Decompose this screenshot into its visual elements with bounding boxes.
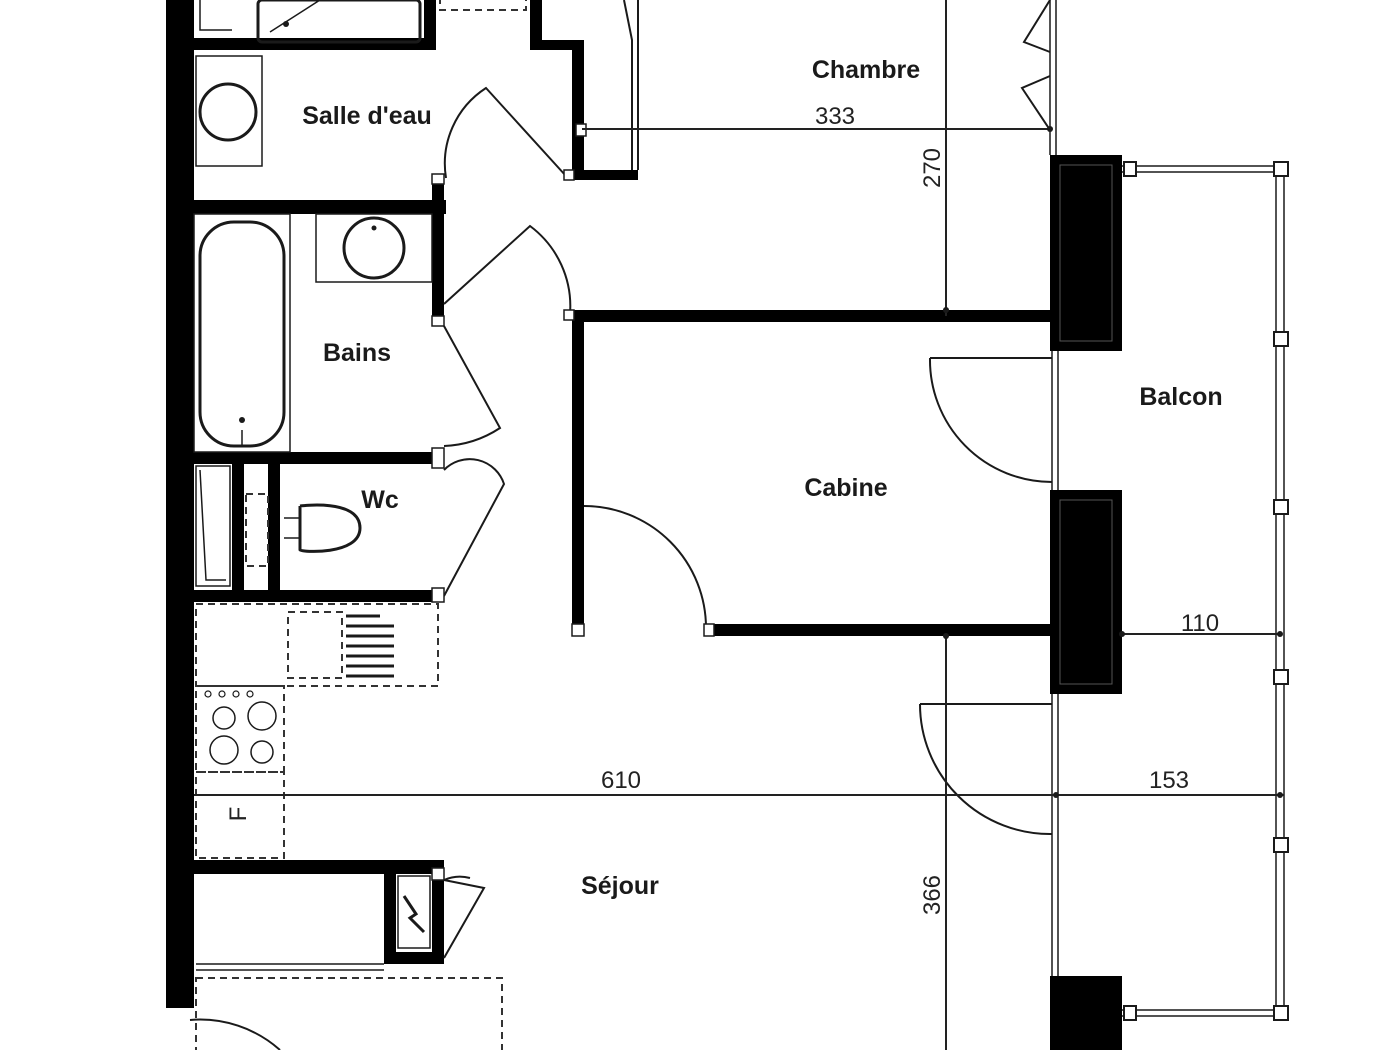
wall-closet-c [572,40,584,180]
wall-cabine-bottom [706,624,1052,636]
dim-label-270: 270 [919,148,946,188]
wall-bains-wc [194,452,444,464]
wall-closet-a [530,0,542,50]
facade-pillar-2 [1050,490,1122,694]
wall-wc-inner-left [232,464,244,590]
dim-label-366: 366 [919,875,946,915]
sink-drainer [346,614,394,678]
door-cabine [583,505,707,629]
wall-wc-inner-right [268,464,280,590]
door-bains [443,325,502,447]
room-label-cabine: Cabine [804,474,887,502]
wall-bath-right [432,174,444,326]
facade-pillar-3 [1050,976,1122,1050]
balcony-railing [1122,165,1285,1017]
door-wardrobe-chambre [1020,0,1051,131]
facade-glazing [1049,0,1059,976]
wall-salle-bains [194,200,446,214]
dimension-lines [194,0,1284,1050]
doors [189,0,1053,1050]
door-cabine-balcony [928,357,1053,483]
shower-tray [199,0,527,44]
room-label-sejour: Séjour [581,872,659,900]
electrical-panel [397,875,431,949]
wall-storage-right [432,860,444,964]
wall-storage-bottom [384,952,444,964]
dim-label-610: 610 [601,767,641,794]
wall-shower-right [424,0,436,50]
bathtub [193,213,291,453]
door-wc [443,458,506,597]
wall-storage-left [384,860,396,964]
entry-cupboard [195,963,503,1050]
wall-closet-b [530,40,582,50]
kitchen-counter: F [195,603,439,859]
dim-label-153: 153 [1149,767,1189,794]
dim-label-110: 110 [1181,610,1219,637]
door-storage [443,875,486,959]
door-salle-eau [443,86,567,179]
room-label-salle-eau: Salle d'eau [302,102,432,130]
door-sejour-balcony [919,703,1053,836]
left-exterior-wall [166,0,194,1008]
room-label-chambre: Chambre [812,56,920,84]
door-bains-upper [443,224,572,315]
wc-cistern [195,465,269,587]
wall-cabine-left [572,310,584,636]
cooktop [204,690,277,765]
dim-label-333: 333 [815,103,855,130]
door-entry [189,1018,281,1050]
facade-pillar-1 [1050,155,1122,351]
fridge-label: F [225,807,252,822]
toilet [284,503,362,553]
railing-posts [1123,161,1289,1021]
wall-chambre-cabine [572,310,1052,322]
room-label-balcon: Balcon [1139,383,1222,411]
wall-sejour-storage-top [194,860,444,874]
wall-shower-bottom [194,38,434,50]
wall-closet-d [572,170,638,180]
wall-wc-kitchen [194,590,444,602]
door-closet [623,0,639,170]
washbasin-salle-eau [195,55,263,167]
washbasin-bains [315,213,433,283]
room-label-bains: Bains [323,339,391,367]
room-label-wc: Wc [361,486,399,514]
